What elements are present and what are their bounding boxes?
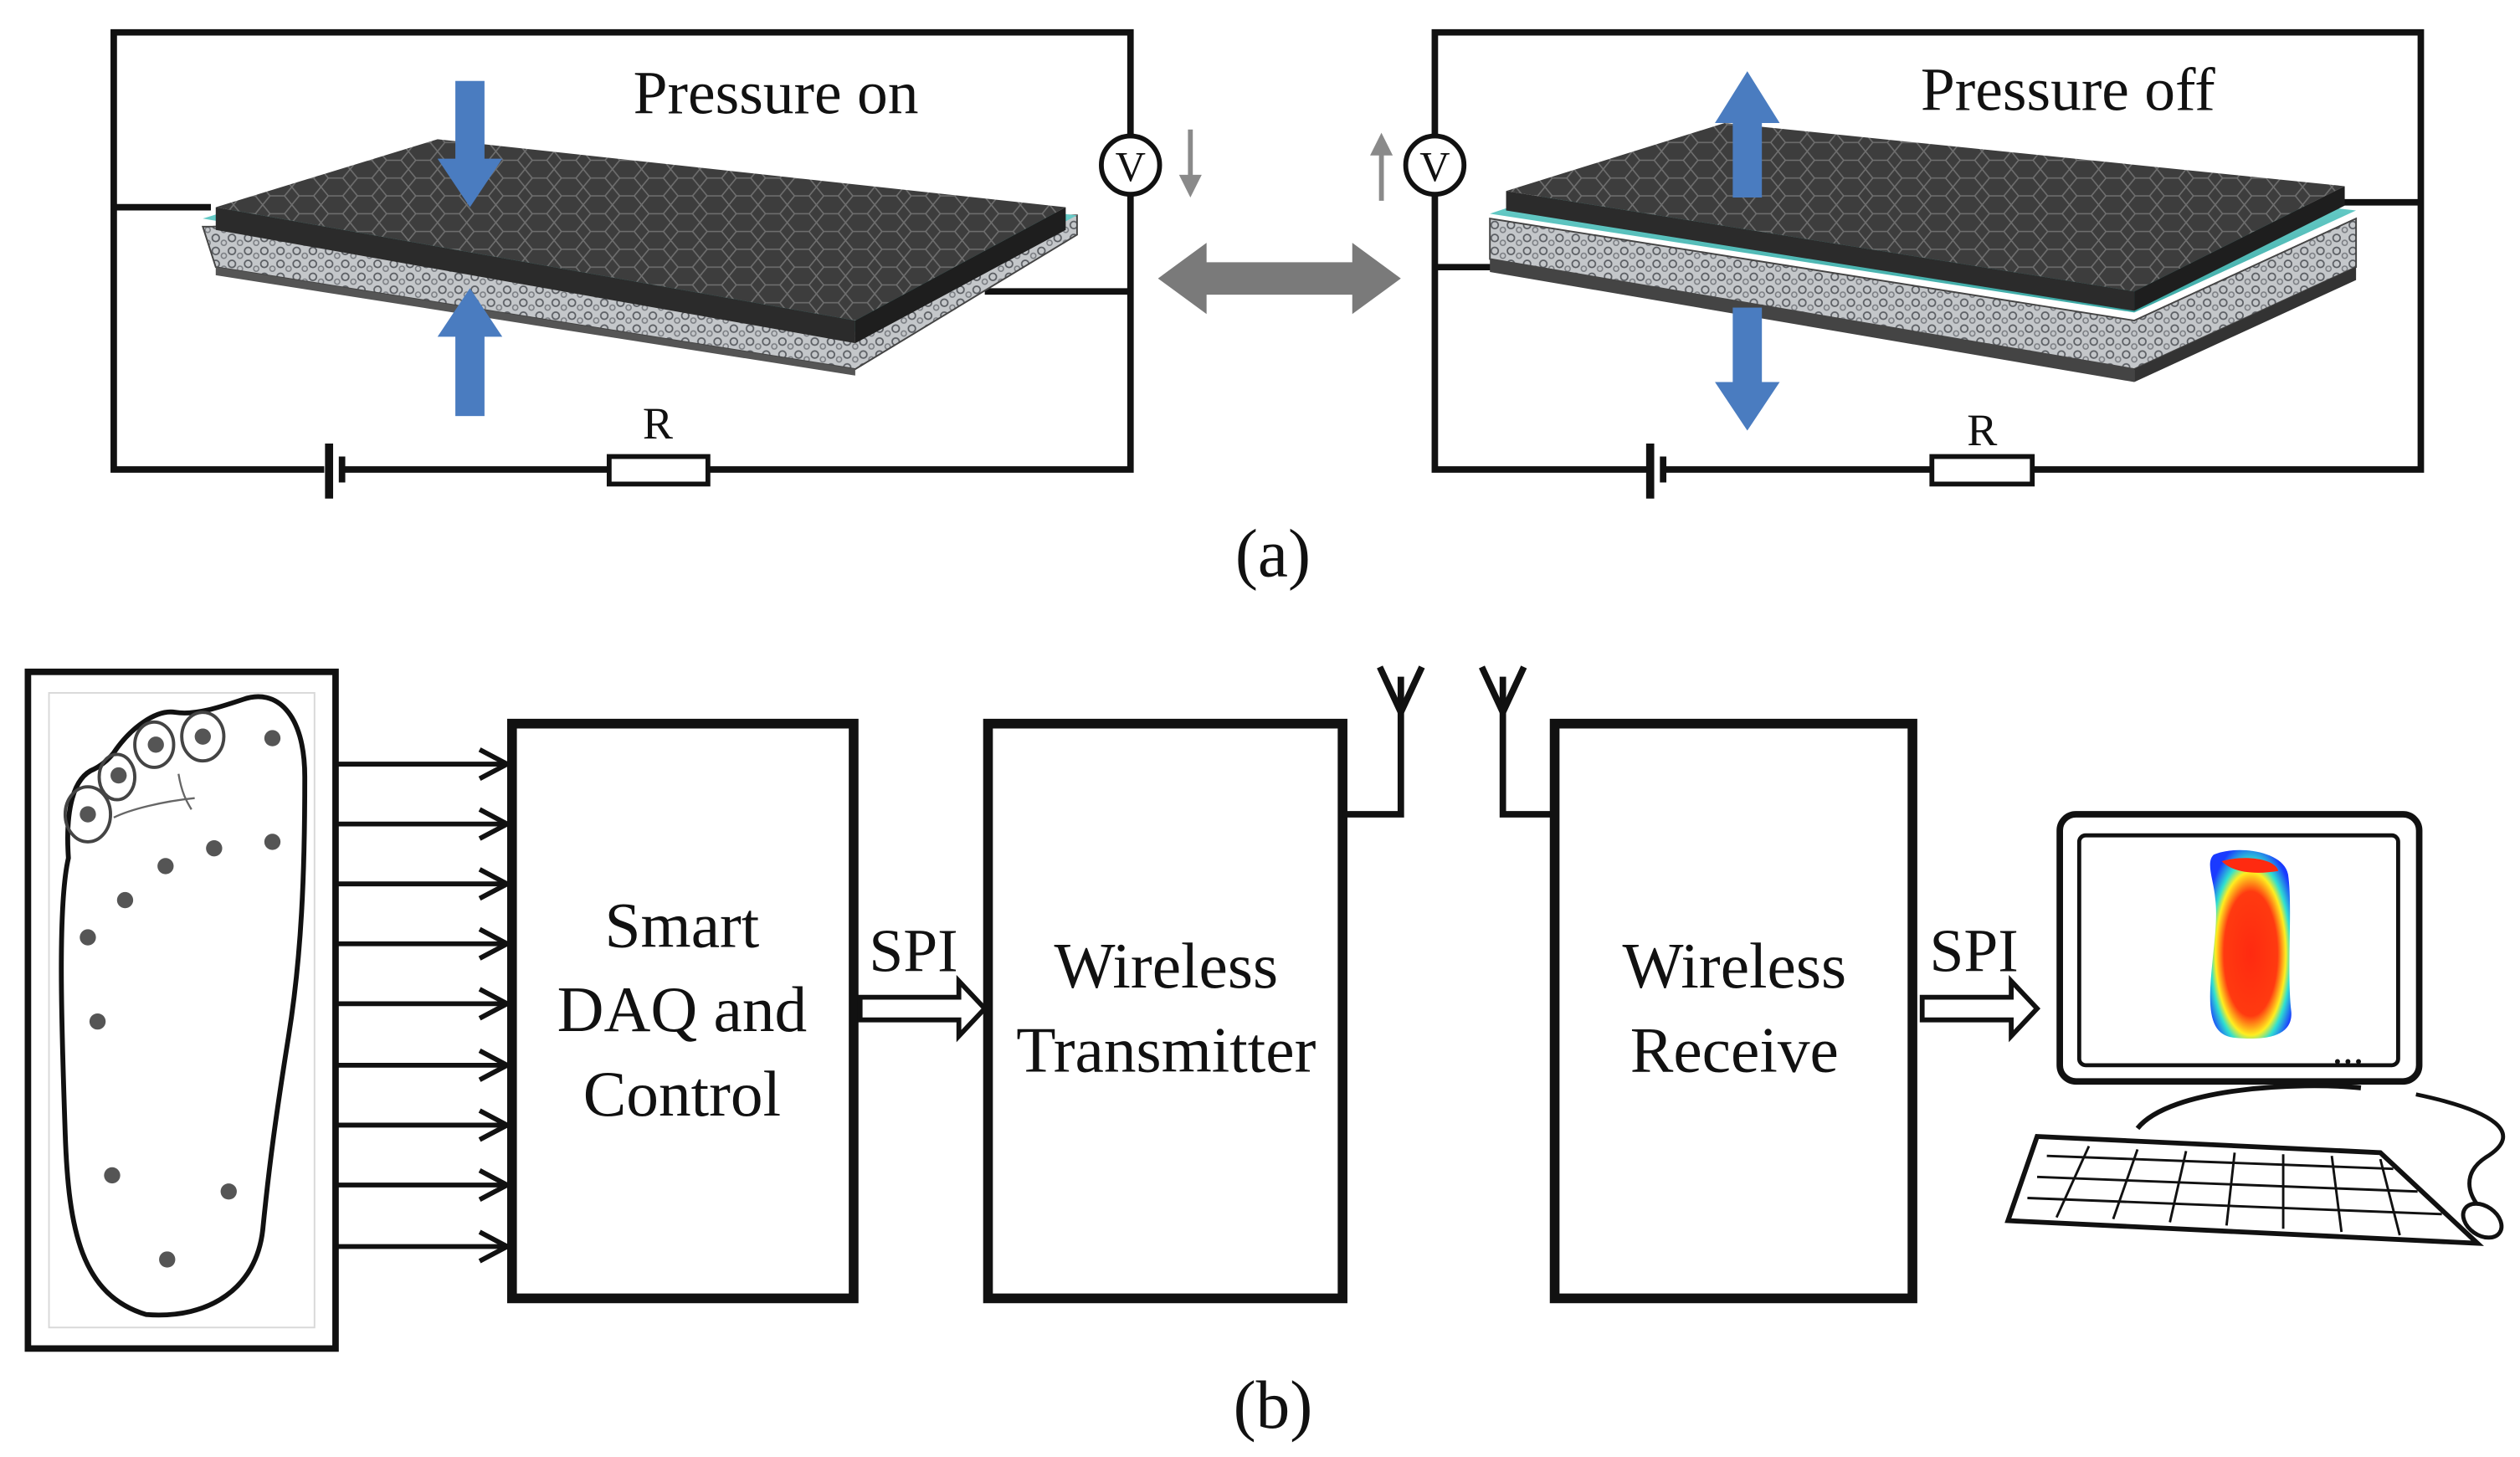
daq-label-line3: Control <box>583 1058 781 1130</box>
voltmeter-label-right: V <box>1419 144 1450 191</box>
signal-arrow-icon <box>336 807 513 841</box>
signal-arrow-icon <box>336 1168 513 1202</box>
sensor-dot <box>104 1167 121 1184</box>
spi-label-1: SPI <box>869 917 957 985</box>
sensor-dot <box>89 1013 106 1030</box>
signal-arrow-icon <box>336 987 513 1021</box>
insole-frame <box>24 668 339 1352</box>
voltmeter-label: V <box>1116 144 1146 191</box>
pressure-off-title: Pressure off <box>1921 56 2215 124</box>
keyboard-icon <box>2004 1133 2484 1246</box>
signal-arrow-icon <box>336 926 513 961</box>
pressure-off-circuit: R V <box>1370 28 2425 499</box>
circuit-wire-right <box>1431 28 2425 473</box>
monitor-dots: ... <box>2333 1026 2364 1073</box>
press-down-arrow-icon <box>437 80 503 208</box>
monitor-stand <box>2135 1083 2362 1131</box>
sensor-signal-arrows <box>336 747 513 1264</box>
resistor-icon <box>606 454 711 487</box>
sensor-dot <box>220 1183 237 1200</box>
signal-arrow-icon <box>336 1048 513 1082</box>
panel-a: R V <box>110 28 2425 592</box>
caption-b: (b) <box>1234 1367 1313 1443</box>
spi-arrow-icon-2 <box>1919 974 2041 1043</box>
spi-label-2: SPI <box>1929 917 2018 985</box>
receiver-label-line2: Receive <box>1630 1014 1839 1086</box>
sensor-dot <box>206 839 223 857</box>
pressure-heatmap-icon <box>2209 849 2292 1039</box>
reversible-double-arrow-icon <box>1157 243 1401 315</box>
signal-arrow-icon <box>336 747 513 782</box>
caption-a: (a) <box>1235 516 1311 592</box>
receiver-label-line1: Wireless <box>1623 930 1847 1002</box>
signal-arrow-icon <box>336 867 513 901</box>
release-down-arrow-icon <box>1715 307 1780 431</box>
daq-label-line1: Smart <box>605 890 760 962</box>
pressure-on-circuit: R V <box>110 28 1202 499</box>
sensor-dot <box>159 1251 176 1268</box>
sensor-dot <box>194 728 211 745</box>
panel-b: Smart DAQ and Control SPI Wireless Trans… <box>24 665 2506 1443</box>
sensor-dot <box>80 806 96 823</box>
sensor-dot <box>264 834 281 850</box>
signal-arrow-icon <box>336 1229 513 1264</box>
daq-control-block: Smart DAQ and Control <box>506 718 859 1304</box>
circuit-wire-left <box>110 28 1134 473</box>
voltage-decrease-arrow-icon <box>1178 129 1202 198</box>
press-up-arrow-icon <box>437 288 503 417</box>
transmitter-block: Wireless Transmitter <box>983 718 1347 1304</box>
sensor-dot <box>157 858 174 875</box>
resistor-label-right: R <box>1967 405 1998 455</box>
sensor-dot <box>264 730 281 746</box>
receive-antenna-icon <box>1479 665 1555 818</box>
voltage-increase-arrow-icon <box>1370 132 1393 201</box>
signal-arrow-icon <box>336 1108 513 1142</box>
mouse-cable <box>2415 1092 2506 1206</box>
voltmeter-icon <box>1099 133 1162 198</box>
transmitter-label-line2: Transmitter <box>1016 1014 1316 1086</box>
resistor-label: R <box>643 398 674 449</box>
pressure-on-title: Pressure on <box>634 59 919 126</box>
compressed-sensor-icon <box>201 139 1078 376</box>
resistor-icon-right <box>1929 454 2035 487</box>
sensor-dots <box>80 728 281 1268</box>
mouse-icon <box>2461 1201 2504 1240</box>
insole-sensor-panel <box>24 668 339 1352</box>
receiver-block: Wireless Receive <box>1549 718 1917 1304</box>
daq-label-line2: DAQ and <box>557 973 808 1045</box>
relaxed-sensor-icon <box>1489 123 2358 382</box>
transmit-antenna-icon <box>1342 665 1425 818</box>
transmitter-label-line1: Wireless <box>1055 930 1279 1002</box>
spi-arrow-icon-1 <box>857 974 988 1043</box>
release-up-arrow-icon <box>1715 71 1780 198</box>
sensor-dot <box>147 736 164 753</box>
computer-icon: ... <box>2004 811 2506 1246</box>
sensor-dot <box>110 767 127 784</box>
voltmeter-icon-right <box>1403 133 1467 198</box>
sensor-dot <box>80 929 96 946</box>
sensor-dot <box>116 891 134 909</box>
